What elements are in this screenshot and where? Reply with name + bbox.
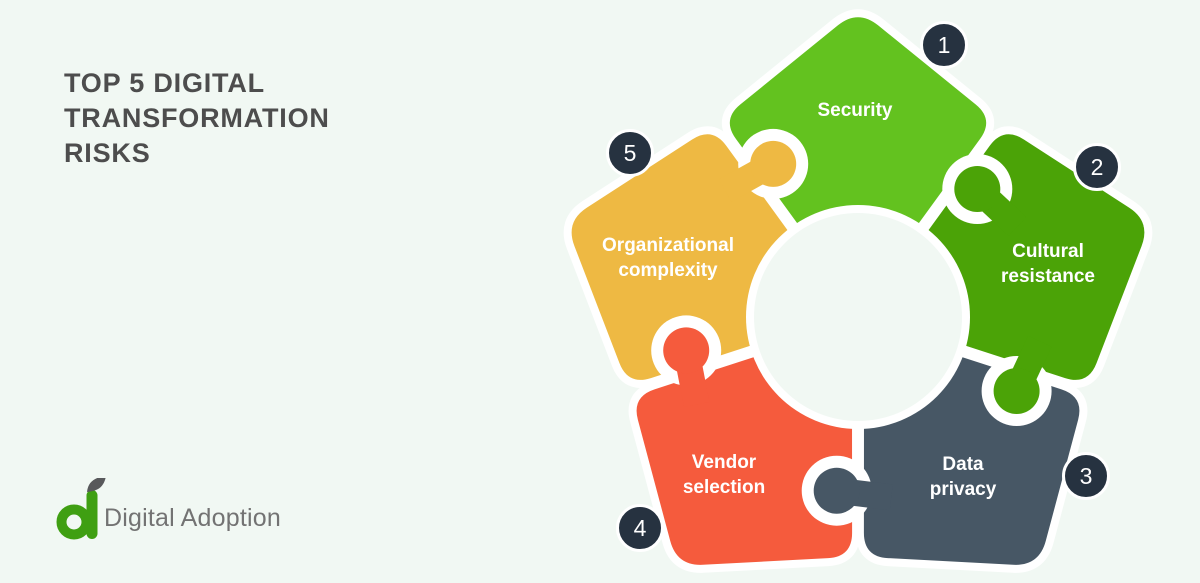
connector-knob-cultural-up [954,166,1001,212]
connector-cultural-security [942,154,1027,237]
logo-d-bowl [56,504,92,540]
badge-4: 4 [616,504,664,552]
logo: Digital Adoption [56,478,356,548]
piece-label-vendor-selection: Vendor selection [682,452,766,498]
connector-knob-org [750,140,797,187]
logo-mark [56,478,106,540]
connector-cultural-data [981,335,1052,426]
center-circle [754,213,962,421]
page-title: TOP 5 DIGITAL TRANSFORMATION RISKS [64,68,330,168]
badge-5: 5 [606,129,654,177]
badge-2: 2 [1073,143,1121,191]
connector-knob-vendor [663,327,710,374]
logo-text: Digital Adoption [104,504,281,532]
badge-1: 1 [920,21,968,69]
connector-org-security [718,128,809,202]
connector-data-vendor [801,455,893,526]
piece-label-data-privacy: Data privacy [929,454,997,500]
piece-label-organizational-complexity: Organizational complexity [602,235,734,281]
connector-vendor-org [651,315,722,407]
connector-knob-cultural-down [993,368,1040,414]
piece-label-security: Security [817,100,893,121]
logo-d-stem [86,490,98,539]
logo-leaf-icon [87,478,106,492]
piece-label-cultural-resistance: Cultural resistance [1000,241,1095,287]
badge-3: 3 [1062,452,1110,500]
connector-knob-data [813,467,860,514]
